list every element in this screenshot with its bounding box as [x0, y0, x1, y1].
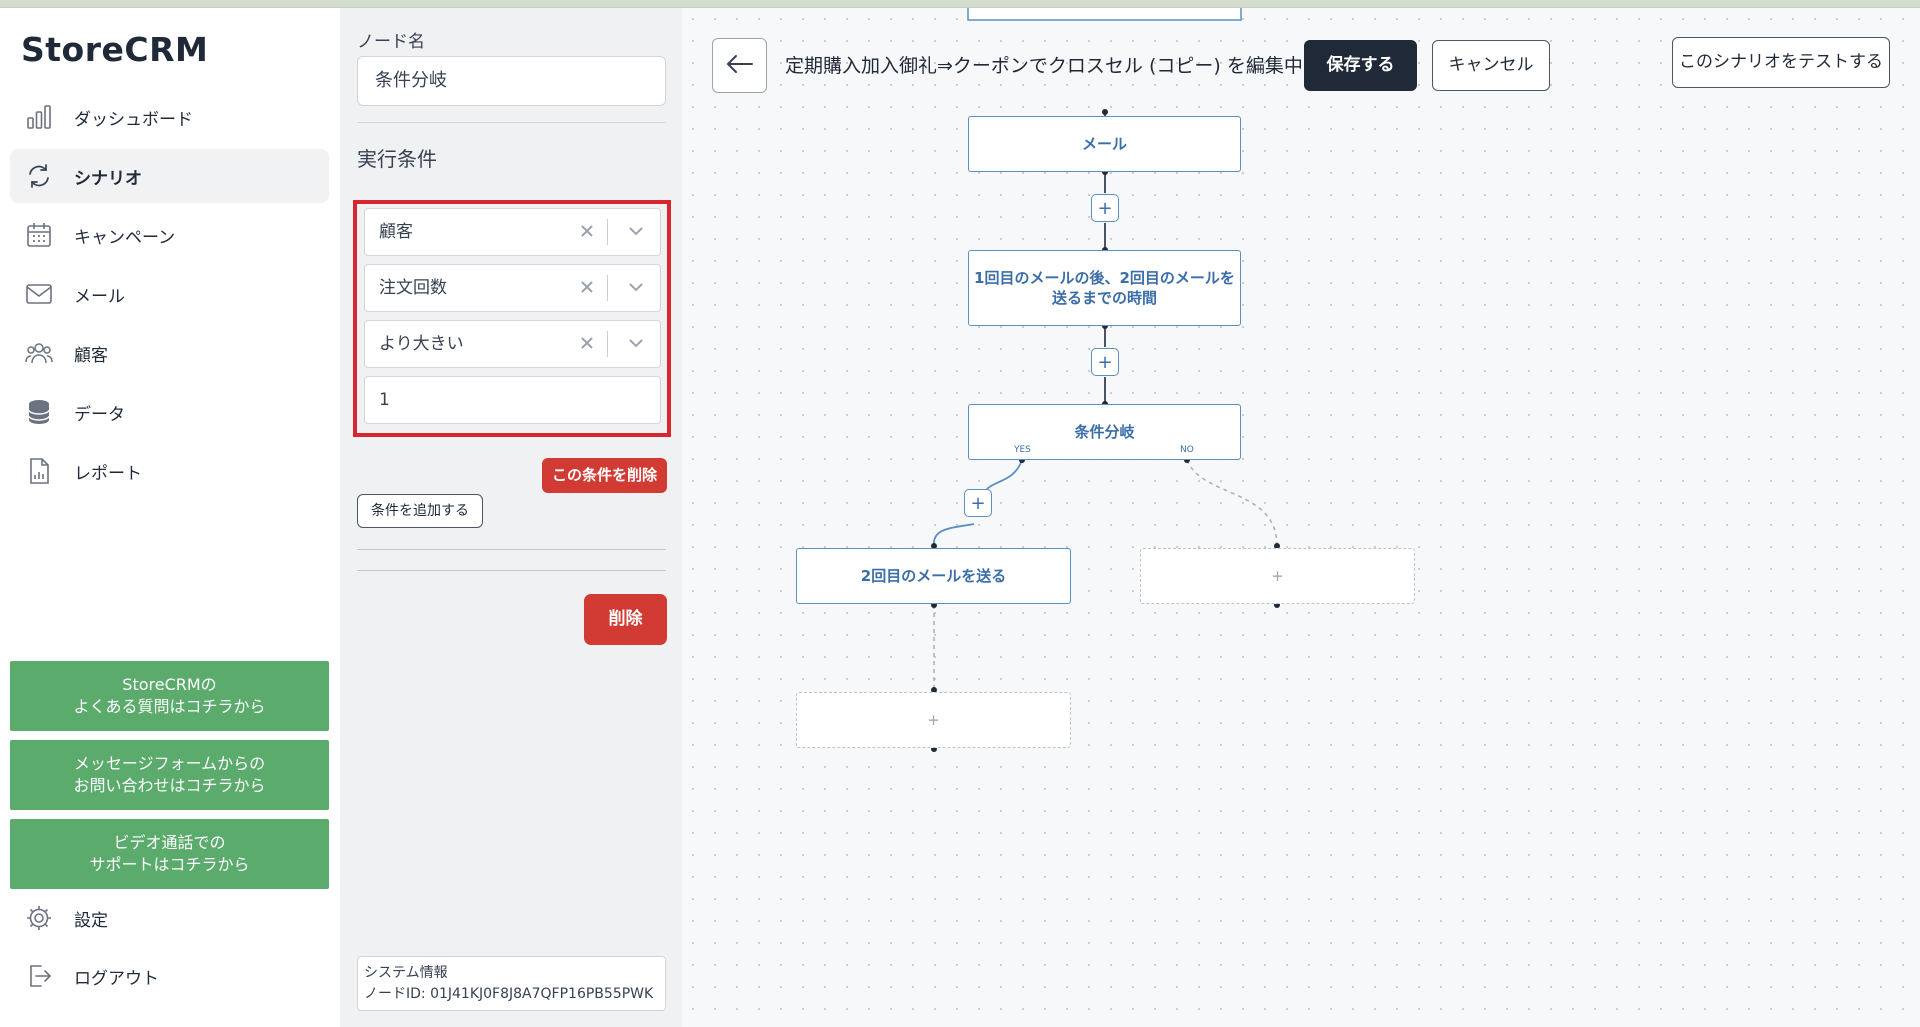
system-info-title: システム情報 [364, 965, 448, 981]
video-line-1: ビデオ通話での [113, 833, 226, 852]
clear-icon[interactable] [575, 219, 599, 243]
cancel-button[interactable]: キャンセル [1432, 40, 1550, 91]
faq-line-1: StoreCRMの [122, 675, 217, 694]
empty-node-placeholder[interactable]: + [1140, 548, 1415, 604]
flow-canvas[interactable]: 定期購入加入御礼⇒クーポンでクロスセル (コピー) を編集中 保存する キャンセ… [682, 8, 1920, 1027]
contact-line-1: メッセージフォームからの [73, 754, 266, 773]
condition-field-select[interactable]: 顧客 [364, 208, 661, 256]
sidebar-item-label: データ [74, 404, 125, 425]
no-connector [1186, 459, 1278, 547]
top-strip [0, 0, 1920, 8]
condition-value-input[interactable]: 1 [364, 376, 661, 424]
sidebar-item-customers[interactable]: 顧客 [10, 326, 329, 380]
flow-node-branch[interactable]: 条件分岐 [968, 404, 1241, 460]
no-port-label: NO [1180, 445, 1194, 455]
users-icon [24, 338, 54, 368]
contact-form-button[interactable]: メッセージフォームからの お問い合わせはコチラから [10, 740, 329, 810]
add-condition-button[interactable]: 条件を追加する [357, 494, 483, 528]
logout-link[interactable]: ログアウト [24, 961, 159, 991]
sidebar-item-label: レポート [74, 463, 142, 484]
sidebar-item-report[interactable]: レポート [10, 444, 329, 498]
select-value: 注文回数 [379, 278, 447, 298]
cycle-icon [24, 161, 54, 191]
chevron-down-icon[interactable] [624, 219, 648, 243]
yes-connector-lower [933, 523, 975, 547]
video-support-button[interactable]: ビデオ通話での サポートはコチラから [10, 819, 329, 889]
select-value: より大きい [379, 334, 464, 354]
add-node-button[interactable]: + [964, 489, 992, 517]
execution-conditions-title: 実行条件 [357, 147, 437, 171]
scenario-title: 定期購入加入御礼⇒クーポンでクロスセル (コピー) を編集中 [785, 55, 1303, 77]
mail-icon [24, 279, 54, 309]
add-node-button[interactable]: + [1091, 194, 1119, 222]
sidebar-item-label: 顧客 [74, 345, 108, 366]
delete-condition-button[interactable]: この条件を削除 [542, 458, 667, 493]
sidebar-item-dashboard[interactable]: ダッシュボード [10, 90, 329, 144]
empty-node-placeholder[interactable]: + [796, 692, 1071, 748]
node-name-label: ノード名 [357, 32, 425, 52]
yes-port-label: YES [1014, 445, 1031, 455]
add-node-button[interactable]: + [1091, 348, 1119, 376]
flow-node-wait[interactable]: 1回目のメールの後、2回目のメールを 送るまでの時間 [968, 250, 1241, 326]
system-info-box: システム情報 ノードID: 01J41KJ0F8J8A7QFP16PB55PWK [357, 956, 666, 1011]
test-scenario-button[interactable]: このシナリオをテストする [1672, 37, 1890, 88]
node-id-text: ノードID: 01J41KJ0F8J8A7QFP16PB55PWK [364, 986, 654, 1002]
sidebar-item-data[interactable]: データ [10, 385, 329, 439]
back-button[interactable] [712, 38, 767, 93]
arrow-left-icon [726, 54, 754, 78]
database-icon [24, 397, 54, 427]
sidebar-item-label: ダッシュボード [74, 109, 193, 130]
select-value: 顧客 [379, 222, 413, 242]
divider [357, 570, 666, 571]
sidebar-item-label: シナリオ [74, 168, 142, 189]
input-value: 1 [379, 390, 390, 410]
video-line-2: サポートはコチラから [89, 855, 250, 874]
sidebar: StoreCRM ダッシュボード シナリオ キャンペーン メール [0, 8, 340, 1027]
sidebar-nav: ダッシュボード シナリオ キャンペーン メール 顧客 [10, 90, 329, 503]
wait-node-line-1: 1回目のメールの後、2回目のメールを [974, 269, 1235, 287]
condition-operator-select[interactable]: より大きい [364, 320, 661, 368]
top-node-partial [967, 8, 1242, 21]
divider [357, 549, 666, 550]
node-name-input[interactable]: 条件分岐 [357, 56, 666, 106]
clear-icon[interactable] [575, 331, 599, 355]
chevron-down-icon[interactable] [624, 331, 648, 355]
flow-connectors [931, 8, 1280, 752]
divider [357, 122, 666, 123]
bar-chart-icon [24, 102, 54, 132]
connector-port [1102, 109, 1108, 115]
delete-node-button[interactable]: 削除 [584, 594, 667, 645]
select-separator [607, 331, 608, 357]
contact-line-2: お問い合わせはコチラから [73, 776, 266, 795]
condition-attribute-select[interactable]: 注文回数 [364, 264, 661, 312]
report-icon [24, 456, 54, 486]
settings-link[interactable]: 設定 [24, 903, 108, 933]
sidebar-item-label: キャンペーン [74, 227, 176, 248]
calendar-icon [24, 220, 54, 250]
select-separator [607, 219, 608, 245]
save-button[interactable]: 保存する [1304, 40, 1417, 91]
chevron-down-icon[interactable] [624, 275, 648, 299]
conditions-highlight-box: 顧客 注文回数 より大きい 1 [353, 200, 671, 437]
select-separator [607, 275, 608, 301]
clear-icon[interactable] [575, 275, 599, 299]
sidebar-item-campaign[interactable]: キャンペーン [10, 208, 329, 262]
logout-icon [24, 961, 54, 991]
node-properties-panel: ノード名 条件分岐 実行条件 顧客 注文回数 より大きい 1 この条件を削除 条… [340, 8, 682, 1027]
faq-button[interactable]: StoreCRMの よくある質問はコチラから [10, 661, 329, 731]
sidebar-item-mail[interactable]: メール [10, 267, 329, 321]
settings-label: 設定 [74, 910, 108, 931]
wait-node-line-2: 送るまでの時間 [1051, 289, 1157, 307]
logout-label: ログアウト [74, 968, 159, 989]
gear-icon [24, 903, 54, 933]
sidebar-item-label: メール [74, 286, 125, 307]
brand-logo: StoreCRM [21, 30, 209, 69]
flow-node-send-second-mail[interactable]: 2回目のメールを送る [796, 548, 1071, 604]
flow-node-mail[interactable]: メール [968, 116, 1241, 172]
faq-line-2: よくある質問はコチラから [73, 697, 266, 716]
sidebar-item-scenario[interactable]: シナリオ [10, 149, 329, 203]
